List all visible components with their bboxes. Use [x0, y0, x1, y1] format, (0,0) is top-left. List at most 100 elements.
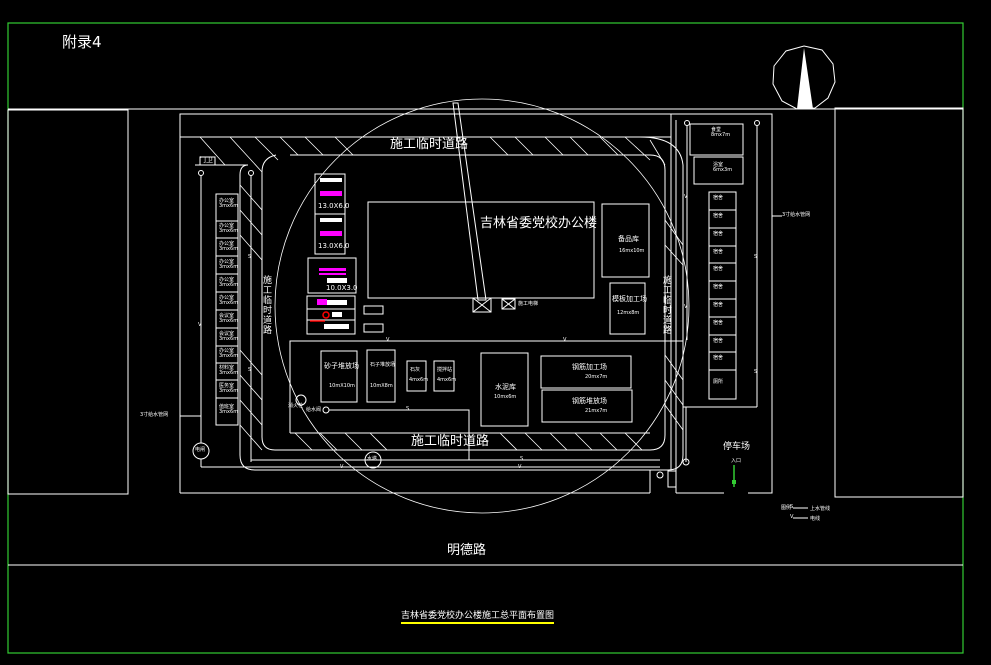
room-name: 办公室: [219, 241, 235, 247]
water-marker: S: [248, 367, 252, 373]
room-name: 办公室: [219, 277, 235, 283]
room-size: 3mx6m: [219, 318, 239, 324]
power-marker: V: [198, 322, 202, 328]
room-name: 办公室: [219, 259, 235, 265]
room-size: 3mx6m: [219, 370, 239, 376]
right-pipe-label: 3寸给水管网: [782, 212, 811, 218]
lime-size: 4mx6m: [409, 377, 429, 383]
room-size: 3mx6m: [219, 228, 239, 234]
room-name: 宿舍: [713, 249, 724, 255]
sand-yard-label: 砂子堆放场: [324, 362, 359, 370]
main-building: [367, 201, 595, 299]
stone-yard-size: 10mX8m: [370, 383, 393, 389]
storage-label: 备品库: [618, 235, 639, 243]
room-name: 宿舍: [713, 302, 724, 308]
sand-yard-size: 10mX10m: [329, 383, 355, 389]
room-name: 宿舍: [713, 213, 724, 219]
room-name: 宿舍: [713, 231, 724, 237]
lime-label: 石灰: [410, 367, 421, 373]
room-size: 3mx6m: [219, 300, 239, 306]
room-name: 值班室: [219, 404, 235, 410]
rebar-yard-size: 21mx7m: [585, 408, 608, 414]
rebar-processing-size: 20mx7m: [585, 374, 608, 380]
legend-item-label: 上水管线: [810, 506, 831, 512]
drawing-frame: [7, 22, 964, 654]
crane-radius-circle: [274, 98, 690, 514]
water-marker: S: [520, 456, 524, 462]
formwork-yard: [609, 282, 646, 335]
mixer-size: 4mx6m: [437, 377, 457, 383]
main-building-label: 吉林省委党校办公楼: [480, 216, 598, 231]
crane-label: 施工电梯: [518, 301, 539, 307]
neighbor-building-right: [834, 107, 964, 498]
legend-item-label: 电线: [810, 516, 821, 522]
room-name: 办公室: [219, 295, 235, 301]
room-size: 8mx7m: [711, 132, 731, 138]
temp-road-bottom-label: 施工临时道路: [411, 434, 490, 449]
water-marker: S: [406, 406, 410, 412]
room-name: 宿舍: [713, 284, 724, 290]
room-name: 材料室: [219, 365, 235, 371]
power-marker: V: [386, 337, 390, 343]
power-marker: V: [684, 194, 688, 200]
mixer-label: 搅拌站: [437, 367, 453, 373]
storage-size: 16mx10m: [619, 248, 645, 254]
room-name: 医务室: [219, 383, 235, 389]
temp-road-left-label: 施工临时道路: [261, 275, 271, 335]
temp-road-right-label: 施工临时道路: [661, 275, 671, 335]
temp-road-top-label: 施工临时道路: [390, 137, 469, 152]
room-name: 宿舍: [713, 355, 724, 361]
parking-label: 停车场: [723, 442, 751, 452]
rebar-processing-label: 钢筋加工场: [572, 363, 607, 371]
left-pipe-label: 3寸给水管网: [140, 412, 169, 418]
cement-size: 10mx6m: [494, 394, 517, 400]
street-name: 明德路: [447, 543, 487, 558]
room-size: 3mx6m: [219, 246, 239, 252]
rebar-yard-label: 钢筋堆放场: [572, 397, 607, 405]
stack-size-1: 13.0X6.0: [318, 202, 350, 210]
hydrant-note: 给水阀: [306, 407, 322, 413]
room-size: 3mx6m: [219, 282, 239, 288]
room-size: 3mx6m: [219, 264, 239, 270]
power-marker: V: [563, 337, 567, 343]
storage-building: [601, 203, 650, 278]
formwork-label: 模板加工场: [612, 295, 647, 303]
formwork-size: 12mx8m: [617, 310, 640, 316]
room-size: 6mx3m: [713, 167, 733, 173]
electric-room-label: 电闸: [195, 447, 206, 453]
room-name: 厕所: [713, 379, 724, 385]
power-marker: V: [518, 464, 522, 470]
room-name: 宿舍: [713, 195, 724, 201]
stack-size-2: 13.0X6.0: [318, 242, 350, 250]
parking-entrance-label: 入口: [731, 458, 742, 464]
water-marker: S: [754, 254, 758, 260]
room-name: 宿舍: [713, 320, 724, 326]
neighbor-building-left: [7, 109, 129, 495]
stack-size-3: 10.0X3.0: [326, 284, 358, 292]
water-marker: S: [248, 254, 252, 260]
room-name: 办公室: [219, 198, 235, 204]
room-name: 浴室: [713, 162, 724, 168]
power-marker: V: [684, 304, 688, 310]
power-marker: V: [340, 464, 344, 470]
stone-yard-label: 石子堆放场: [370, 362, 396, 368]
tower-crane-icon: [452, 102, 487, 301]
hydrant-label: 消火栓: [288, 403, 304, 409]
room-name: 会议室: [219, 313, 235, 319]
room-size: 3mx6m: [219, 409, 239, 415]
room-size: 3mx6m: [219, 388, 239, 394]
room-name: 宿舍: [713, 338, 724, 344]
drawing-title: 吉林省委党校办公楼施工总平面布置图: [401, 612, 555, 624]
legend-symbol: V: [790, 514, 794, 520]
room-name: 宿舍: [713, 266, 724, 272]
room-name: 会议室: [219, 331, 235, 337]
legend-title: 图例: [781, 505, 792, 511]
room-name: 办公室: [219, 223, 235, 229]
room-name: 办公室: [219, 348, 235, 354]
north-arrow-icon: [797, 48, 813, 109]
appendix-label: 附录4: [62, 33, 102, 51]
room-size: 3mx6m: [219, 336, 239, 342]
elevator-icon: [501, 298, 516, 310]
cement-label: 水泥库: [495, 383, 516, 391]
